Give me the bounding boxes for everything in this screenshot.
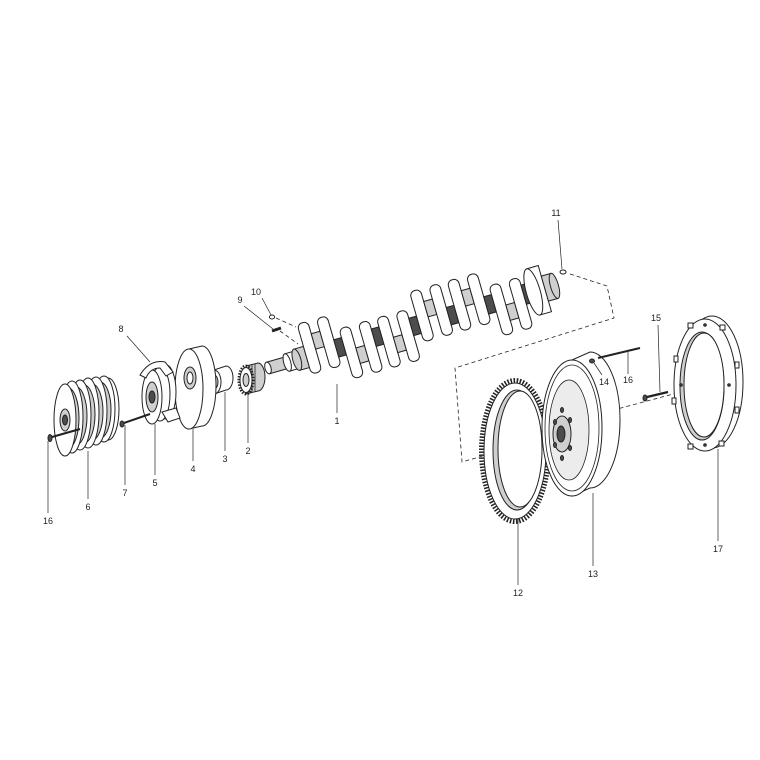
plate-tab	[687, 322, 694, 329]
pulley-disc	[174, 345, 217, 430]
callout-4: 4	[190, 464, 195, 474]
flywheel-bore	[556, 425, 566, 443]
crankshaft-nose-end	[264, 361, 272, 375]
callout-12: 12	[513, 588, 523, 598]
pulley-bolt-long	[47, 427, 81, 442]
crankshaft-flange-face	[523, 268, 544, 316]
housing-plate	[671, 315, 744, 452]
flywheel	[541, 351, 621, 497]
assembly-guide-line	[454, 273, 615, 463]
assembly-guide-line	[275, 317, 297, 328]
pulley-bolt	[119, 413, 151, 428]
callout-15: 15	[651, 313, 661, 323]
callout-6: 6	[85, 502, 90, 512]
leader-line	[557, 219, 563, 270]
ring-gear	[479, 378, 551, 524]
callout-17: 17	[713, 544, 723, 554]
bolt-shank	[123, 413, 151, 424]
callout-13: 13	[588, 569, 598, 579]
leader-line	[261, 297, 272, 316]
flywheel-bolt-hole	[568, 417, 572, 423]
plate-tab	[734, 406, 740, 414]
plate-tab	[719, 324, 726, 331]
plate-tab	[734, 361, 740, 369]
crankshaft-step-face	[282, 353, 292, 372]
flywheel-pin	[589, 358, 595, 364]
flywheel-bolt	[642, 390, 669, 402]
callout-16-right: 16	[623, 375, 633, 385]
callout-1: 1	[334, 416, 339, 426]
flywheel-bolt-hole	[568, 445, 572, 451]
crankshaft	[264, 264, 561, 379]
plate-opening	[683, 332, 725, 438]
belt-pulley	[53, 375, 120, 457]
flywheel-dowel	[597, 347, 641, 359]
callout-11: 11	[551, 208, 560, 218]
crankshaft-front-journal-face	[291, 348, 303, 371]
callout-7: 7	[122, 488, 127, 498]
flywheel-bolt-hole	[560, 455, 564, 461]
gear-teeth	[237, 364, 255, 396]
bolt-shank	[51, 427, 81, 439]
plate-tab	[671, 397, 677, 405]
callout-5: 5	[152, 478, 157, 488]
plate-bolt-hole	[703, 443, 707, 447]
crankshaft-gear	[237, 362, 266, 396]
flywheel-face-ring	[544, 364, 600, 492]
flywheel-bolt-hole	[553, 442, 557, 448]
leader-line	[243, 305, 274, 330]
plate-tab	[673, 355, 679, 363]
damper-bore	[148, 390, 156, 404]
bolt-head	[47, 434, 53, 442]
plate-tab	[687, 443, 694, 450]
flywheel-bolt-hole	[553, 419, 557, 425]
assembly-guide-line	[279, 330, 299, 345]
crank-pin	[271, 326, 282, 333]
bolt-shank	[646, 390, 669, 399]
callout-14: 14	[599, 377, 609, 387]
gear-bore	[242, 373, 250, 387]
callout-16-left: 16	[43, 516, 53, 526]
callout-3: 3	[222, 454, 227, 464]
plate-bolt-hole	[679, 383, 683, 387]
plate-bolt-hole	[727, 383, 731, 387]
leader-line	[657, 324, 661, 393]
callout-labels: 1 2 3 4 5 6 7 8 9 10 11 12 13 14 15 16 1…	[43, 208, 723, 598]
disc-bore	[186, 371, 194, 385]
callout-8: 8	[118, 324, 123, 334]
leader-line	[593, 362, 603, 376]
leader-lines	[47, 219, 719, 585]
bolt-head	[642, 394, 648, 402]
damper-lower-bracket	[161, 407, 181, 423]
callout-9: 9	[237, 295, 242, 305]
damper-bracket	[139, 361, 174, 379]
pulley-bore	[62, 414, 68, 426]
leader-line	[126, 335, 151, 363]
plate-tab	[718, 440, 725, 447]
vibration-damper	[141, 364, 181, 425]
bolt-head	[119, 420, 125, 428]
plate-bolt-hole	[703, 323, 707, 327]
flange-dowel-pin	[559, 269, 567, 275]
crank-key	[268, 314, 276, 320]
assembly-guide-line	[605, 388, 693, 413]
flywheel-bolt-hole	[560, 407, 564, 413]
callout-10: 10	[251, 287, 261, 297]
crankshaft-rear-end-cap	[548, 272, 561, 299]
callout-2: 2	[245, 446, 250, 456]
ring-gear-bore	[497, 390, 543, 508]
